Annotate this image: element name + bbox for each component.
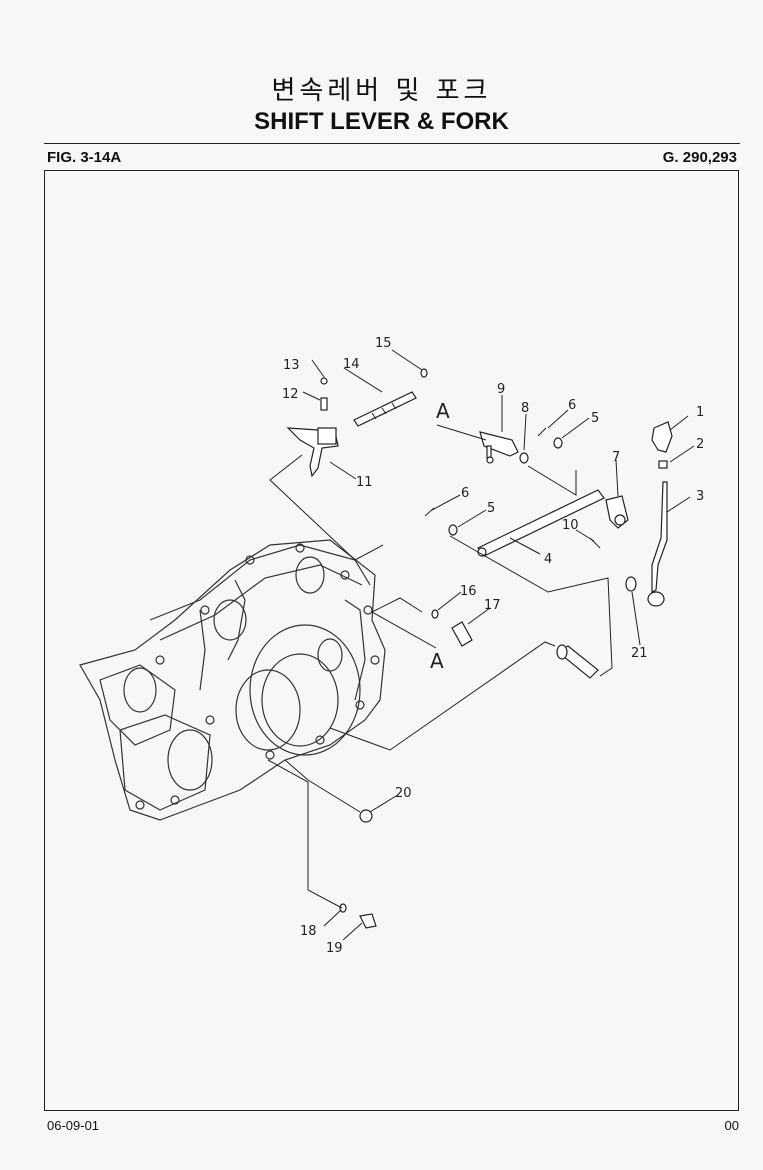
- callout-15: 15: [375, 336, 392, 351]
- callout-6-upper: 6: [568, 398, 576, 413]
- shaft-cross-rod: [556, 644, 599, 679]
- callout-5-lower: 5: [487, 501, 495, 516]
- part-4-link-rod: [477, 489, 605, 557]
- callout-19: 19: [326, 941, 343, 956]
- callout-3: 3: [696, 489, 704, 504]
- footer-page-number: 00: [724, 1118, 739, 1133]
- callout-8: 8: [521, 401, 529, 416]
- callout-9: 9: [497, 382, 505, 397]
- callout-14: 14: [343, 357, 360, 372]
- part-11-shift-fork: [286, 427, 339, 478]
- callout-21: 21: [631, 646, 648, 661]
- callout-12: 12: [282, 387, 299, 402]
- reference-a-upper: A: [436, 399, 450, 423]
- model-reference: G. 290,293: [662, 149, 737, 166]
- part-5-washer-upper: [553, 437, 563, 449]
- header-divider: [44, 143, 740, 144]
- callout-18: 18: [300, 924, 317, 939]
- part-13-ball: [320, 377, 328, 385]
- reference-a-lower: A: [430, 649, 444, 673]
- figure-number: FIG. 3-14A: [47, 149, 122, 166]
- part-17-bolt: [451, 621, 473, 647]
- part-1-knob: [651, 421, 673, 453]
- part-2-nut: [658, 460, 668, 469]
- callout-4: 4: [544, 552, 552, 567]
- part-7-lever-bracket: [605, 495, 629, 529]
- callout-2: 2: [696, 437, 704, 452]
- transmission-case-drawing: [79, 539, 386, 821]
- callout-16: 16: [460, 584, 477, 599]
- callout-11: 11: [356, 475, 373, 490]
- part-12-spring: [320, 397, 328, 411]
- page-title-english: SHIFT LEVER & FORK: [254, 108, 509, 135]
- callout-1: 1: [696, 405, 704, 420]
- callout-7: 7: [612, 450, 620, 465]
- part-5-washer-lower: [448, 524, 458, 536]
- footer-date: 06-09-01: [47, 1118, 100, 1133]
- callout-6-lower: 6: [461, 486, 469, 501]
- callout-20: 20: [395, 786, 412, 801]
- callout-labels: 13 12 14 15 11 9 8 6 5 1 2 3 7 10 4 6 5 …: [282, 336, 704, 956]
- page-title-korean: 변속레버 및 포크: [271, 76, 492, 106]
- callout-17: 17: [484, 598, 501, 613]
- part-6-pin-upper: [537, 427, 547, 437]
- callout-13: 13: [283, 358, 300, 373]
- part-19-drain-plug: [359, 913, 377, 929]
- callout-5-upper: 5: [591, 411, 599, 426]
- part-9-shift-arm: [479, 431, 519, 464]
- part-14-shift-rod: [353, 391, 417, 427]
- leader-lines: [267, 349, 695, 941]
- part-21-bushing: [625, 576, 637, 592]
- part-3-shift-lever: [647, 481, 668, 607]
- part-20-plug-ring: [359, 809, 373, 823]
- callout-10: 10: [562, 518, 579, 533]
- part-16-ring: [431, 609, 439, 619]
- part-15-ring: [420, 368, 428, 378]
- part-8-o-ring: [519, 452, 529, 464]
- part-18-washer: [339, 903, 347, 913]
- diagram-frame: [44, 170, 739, 1111]
